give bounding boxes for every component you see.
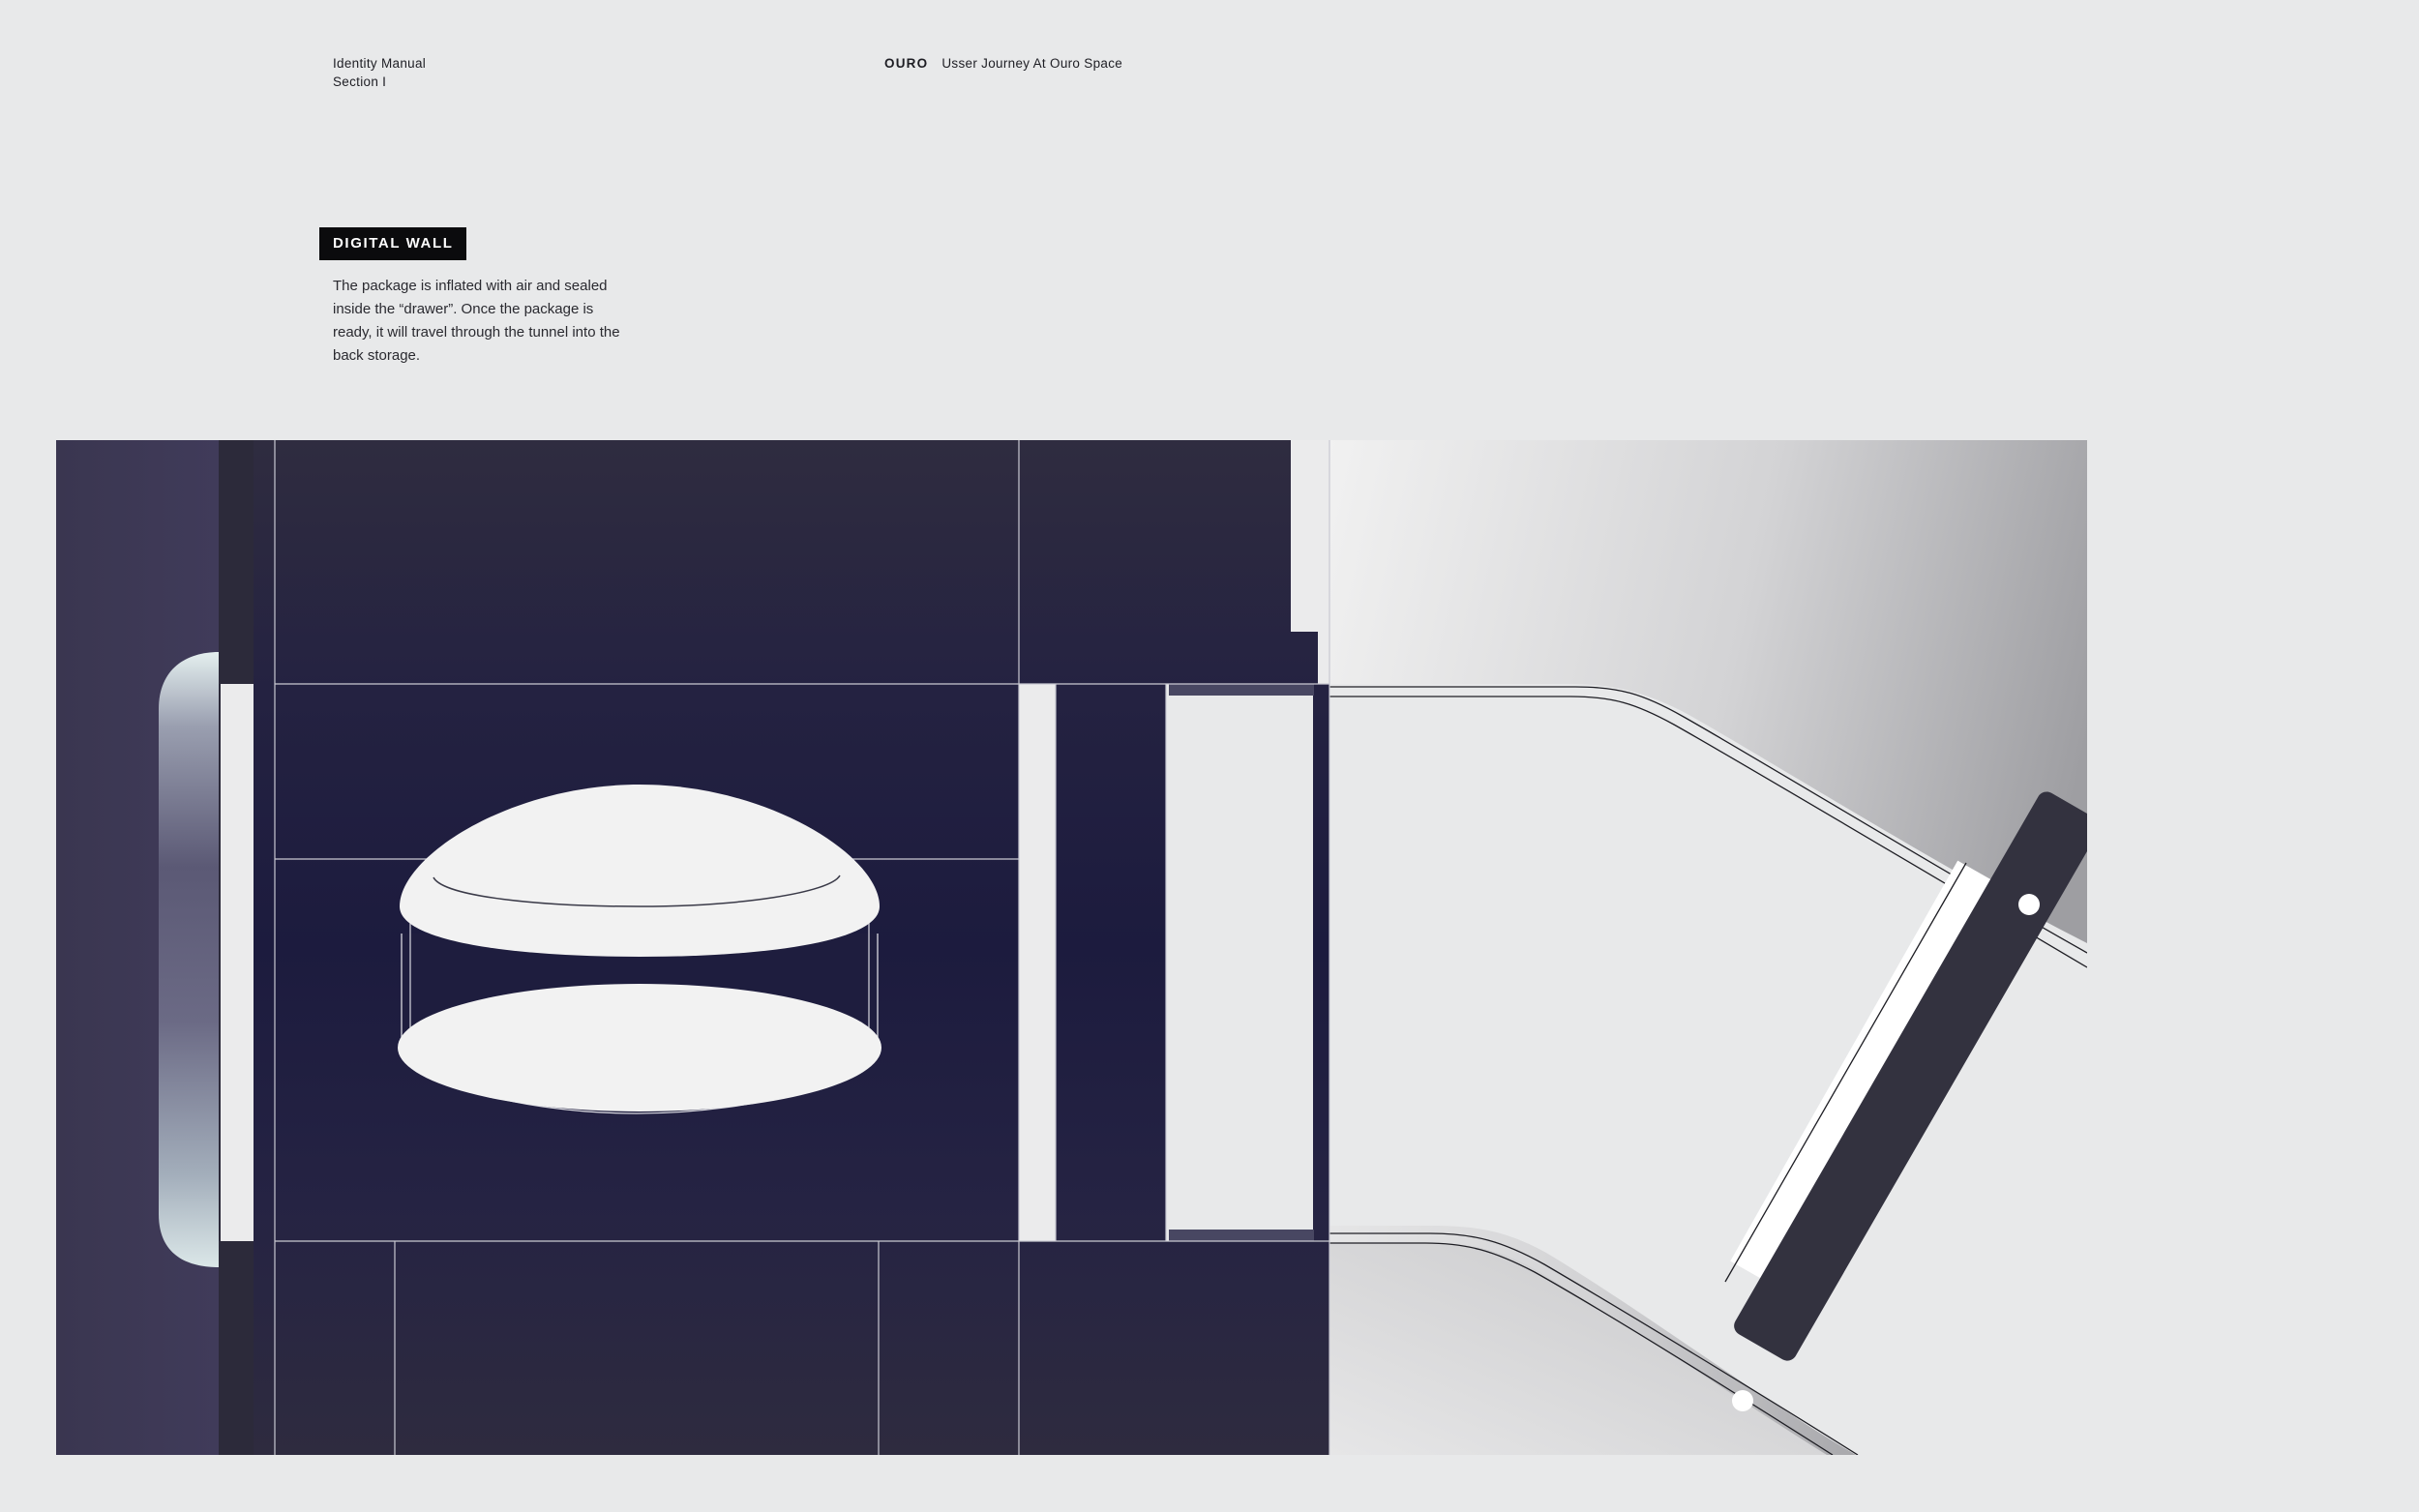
grid-lines — [274, 440, 1330, 1455]
glass-door-edge — [159, 652, 219, 1267]
section-label: Section I — [333, 74, 387, 89]
manual-title: Identity Manual — [333, 56, 427, 71]
journey-header: OURO Usser Journey At Ouro Space — [884, 54, 1122, 73]
metal-surface-bottom — [1329, 1243, 1827, 1455]
handle-bar — [1724, 791, 2087, 1411]
brand-name: OURO — [884, 56, 929, 71]
inflated-package — [398, 785, 881, 1114]
manual-header: Identity Manual Section I — [333, 54, 426, 91]
description-paragraph: The package is inflated with air and sea… — [333, 278, 620, 364]
bolt-top — [2018, 894, 2040, 915]
digital-wall-illustration — [56, 440, 2087, 1455]
tunnel-opening — [1169, 684, 2087, 1455]
journey-title: Usser Journey At Ouro Space — [941, 56, 1123, 71]
section-tag: DIGITAL WALL — [319, 227, 467, 260]
bolt-bottom — [1732, 1390, 1753, 1411]
